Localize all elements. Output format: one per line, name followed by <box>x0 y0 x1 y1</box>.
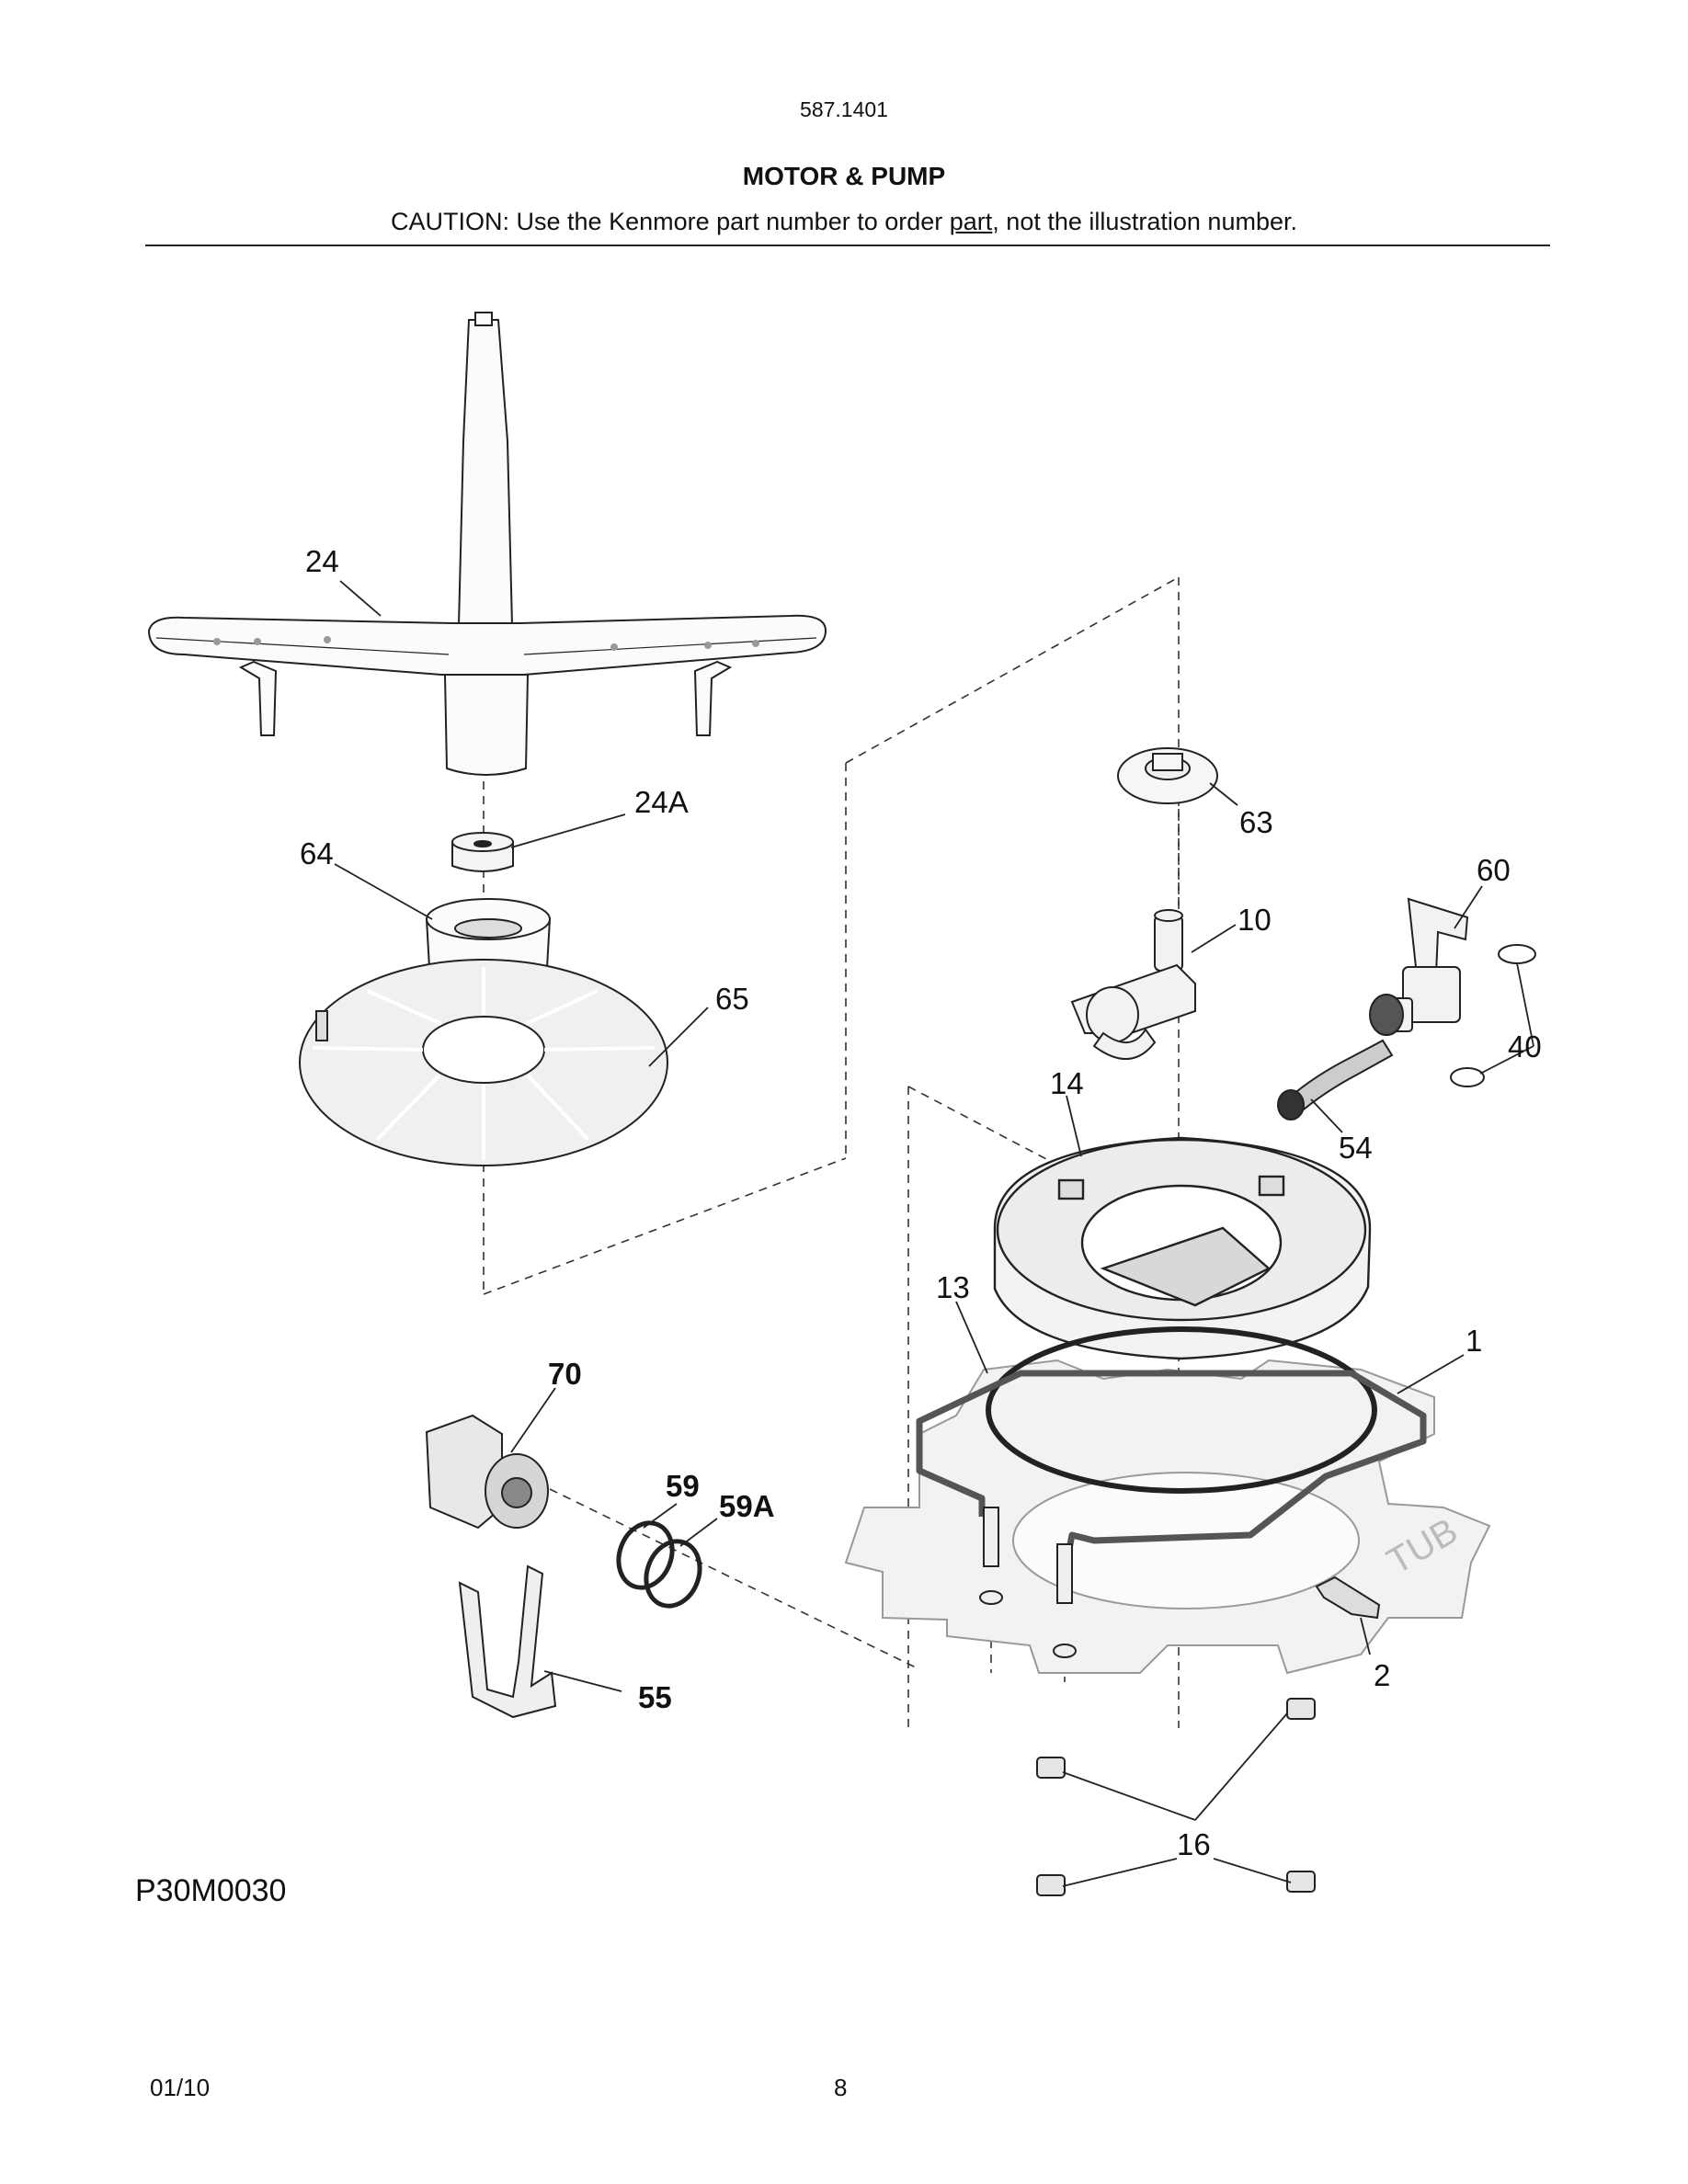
callout-65: 65 <box>715 982 749 1016</box>
header-rule <box>145 245 1550 246</box>
callout-59: 59 <box>666 1469 700 1503</box>
model-number: 587.1401 <box>800 97 888 121</box>
callout-63: 63 <box>1239 805 1273 839</box>
caution-suffix: , not the illustration number. <box>992 208 1297 235</box>
callout-14: 14 <box>1050 1066 1084 1100</box>
caution-note: CAUTION: Use the Kenmore part number to … <box>0 208 1688 236</box>
callout-59a: 59A <box>719 1489 775 1523</box>
cap-part-63 <box>1117 747 1218 804</box>
o-rings-part-59 <box>616 1520 702 1609</box>
callout-24: 24 <box>305 544 339 578</box>
sump-housing-part-14 <box>993 1136 1372 1360</box>
upper-spray-arm-part-24 <box>147 312 827 776</box>
callout-64: 64 <box>300 836 334 870</box>
clips-part-16 <box>1036 1698 1316 1896</box>
footer-date: 01/10 <box>150 2074 211 2101</box>
callout-10: 10 <box>1237 903 1272 937</box>
inlet-hose-part-54 <box>1277 1039 1394 1120</box>
callout-24a: 24A <box>634 785 689 819</box>
callout-leader-lines <box>334 580 1534 1887</box>
callout-labels: 24 24A 64 65 63 60 10 40 14 54 13 1 70 5… <box>300 544 1542 1861</box>
motor-bracket-part-55 <box>458 1564 557 1719</box>
section-title: MOTOR & PUMP <box>742 162 946 190</box>
callout-2: 2 <box>1374 1658 1390 1692</box>
sump-gasket-part-13 <box>986 1326 1377 1494</box>
mounting-bracket-part-2 <box>1315 1575 1381 1620</box>
caution-prefix: CAUTION: Use the Kenmore part number to … <box>391 208 950 235</box>
caution-underlined-word: part <box>949 208 993 235</box>
spray-arm-bearing-part-24a <box>451 832 514 872</box>
water-valve-part-60 <box>1369 897 1469 1036</box>
page-number: 8 <box>834 2074 848 2101</box>
motor-part-70 <box>425 1414 549 1530</box>
callout-55: 55 <box>638 1680 672 1714</box>
callout-54: 54 <box>1339 1131 1373 1165</box>
callout-70: 70 <box>548 1357 582 1391</box>
callout-40: 40 <box>1508 1029 1542 1064</box>
hose-clamp-part-40 <box>1450 944 1536 1087</box>
element-screws <box>979 1507 1077 1658</box>
illustration-code: P30M0030 <box>135 1873 287 1908</box>
callout-60: 60 <box>1477 853 1511 887</box>
filter-screen-part-65 <box>299 959 668 1166</box>
diverter-part-10 <box>1070 909 1196 1060</box>
callout-16: 16 <box>1177 1827 1211 1861</box>
callout-1: 1 <box>1466 1324 1482 1358</box>
callout-13: 13 <box>936 1270 970 1304</box>
heating-element-part-1 <box>916 1370 1427 1564</box>
